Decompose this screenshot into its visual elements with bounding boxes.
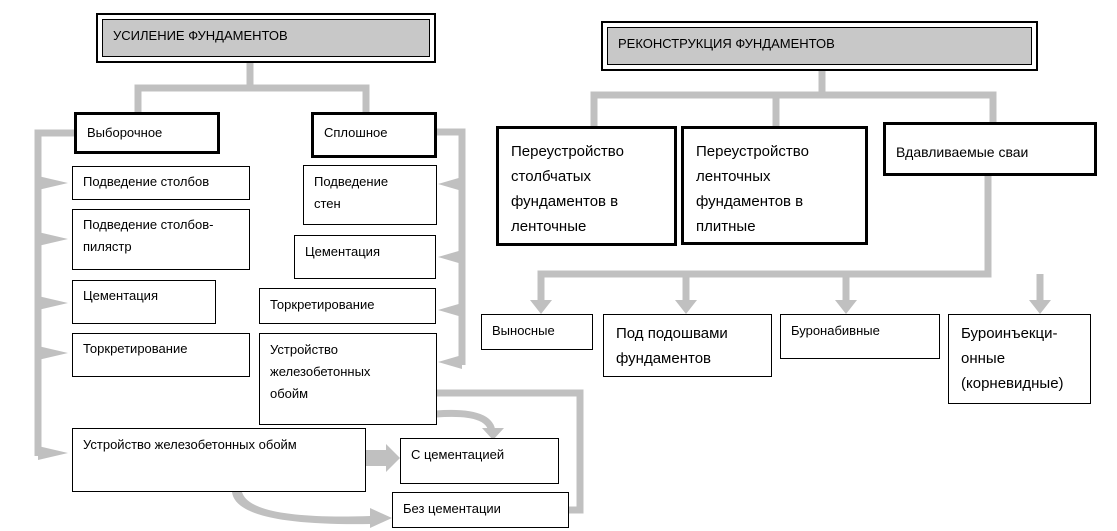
recon-type-strip-to-slab: Переустройство ленточных фундаментов в п… <box>681 126 868 245</box>
selective-item-1: Подведение столбов <box>72 166 250 200</box>
selective-item-4: Торкретирование <box>72 333 250 377</box>
arrow-sel-2 <box>38 232 68 246</box>
pile-type-under-footings: Под подошвами фундаментов <box>603 314 772 377</box>
recon-type-pressed-piles: Вдавливаемые сваи <box>883 122 1097 176</box>
connector-recon-2 <box>772 91 822 128</box>
arrow-cont-4 <box>438 355 462 369</box>
connector-title-to-selective <box>134 62 254 114</box>
arrow-cont-3 <box>438 303 462 317</box>
arrow-sel-3 <box>38 296 68 310</box>
arrow-pile-2 <box>675 300 697 314</box>
connector-recon-1 <box>590 70 826 128</box>
without-cementation-box: Без цементации <box>392 492 569 528</box>
reconstruction-title: РЕКОНСТРУКЦИЯ ФУНДАМЕНТОВ <box>601 21 1038 71</box>
pile-type-drill-injection: Буроинъекци- онные (корневидные) <box>948 314 1091 404</box>
arrow-pile-1 <box>530 300 552 314</box>
selective-item-2: Подведение столбов- пилястр <box>72 209 250 270</box>
arrow-pile-3 <box>835 300 857 314</box>
arrow-pile-4 <box>1029 300 1051 314</box>
continuous-item-3: Торкретирование <box>259 288 436 324</box>
strengthening-title-label: УСИЛЕНИЕ ФУНДАМЕНТОВ <box>102 19 430 57</box>
arrow-sel-4 <box>38 346 68 360</box>
pile-type-bored: Буронабивные <box>780 314 940 359</box>
arrow-sel-5 <box>38 446 68 460</box>
arrow-with-down <box>482 428 504 440</box>
arrow-to-without <box>232 492 392 528</box>
connector-to-without <box>436 389 584 514</box>
continuous-box: Сплошное <box>311 112 437 158</box>
arrow-to-with <box>366 444 400 472</box>
arrow-cont-1 <box>438 177 462 191</box>
connector-piles-bus <box>537 174 992 300</box>
with-cementation-box: С цементацией <box>400 438 559 484</box>
arrowheads <box>38 176 1051 528</box>
strengthening-title: УСИЛЕНИЕ ФУНДАМЕНТОВ <box>96 13 436 63</box>
connector-title-to-continuous <box>250 84 370 114</box>
reinforced-shells-box: Устройство железобетонных обойм <box>72 428 366 492</box>
reconstruction-title-label: РЕКОНСТРУКЦИЯ ФУНДАМЕНТОВ <box>607 27 1032 65</box>
selective-item-3: Цементация <box>72 280 216 324</box>
arrow-sel-1 <box>38 176 68 190</box>
recon-type-columnar-to-strip: Переустройство столбчатых фундаментов в … <box>496 126 677 246</box>
selective-box: Выборочное <box>74 112 220 154</box>
connector-recon-3 <box>822 91 997 122</box>
continuous-item-4: Устройство железобетонных обойм <box>259 333 437 425</box>
connector-continuous-spine <box>436 128 466 365</box>
continuous-item-1: Подведение стен <box>303 165 437 225</box>
continuous-item-2: Цементация <box>294 235 436 279</box>
arrow-cont-2 <box>438 250 462 264</box>
pile-type-remote: Выносные <box>481 314 593 350</box>
